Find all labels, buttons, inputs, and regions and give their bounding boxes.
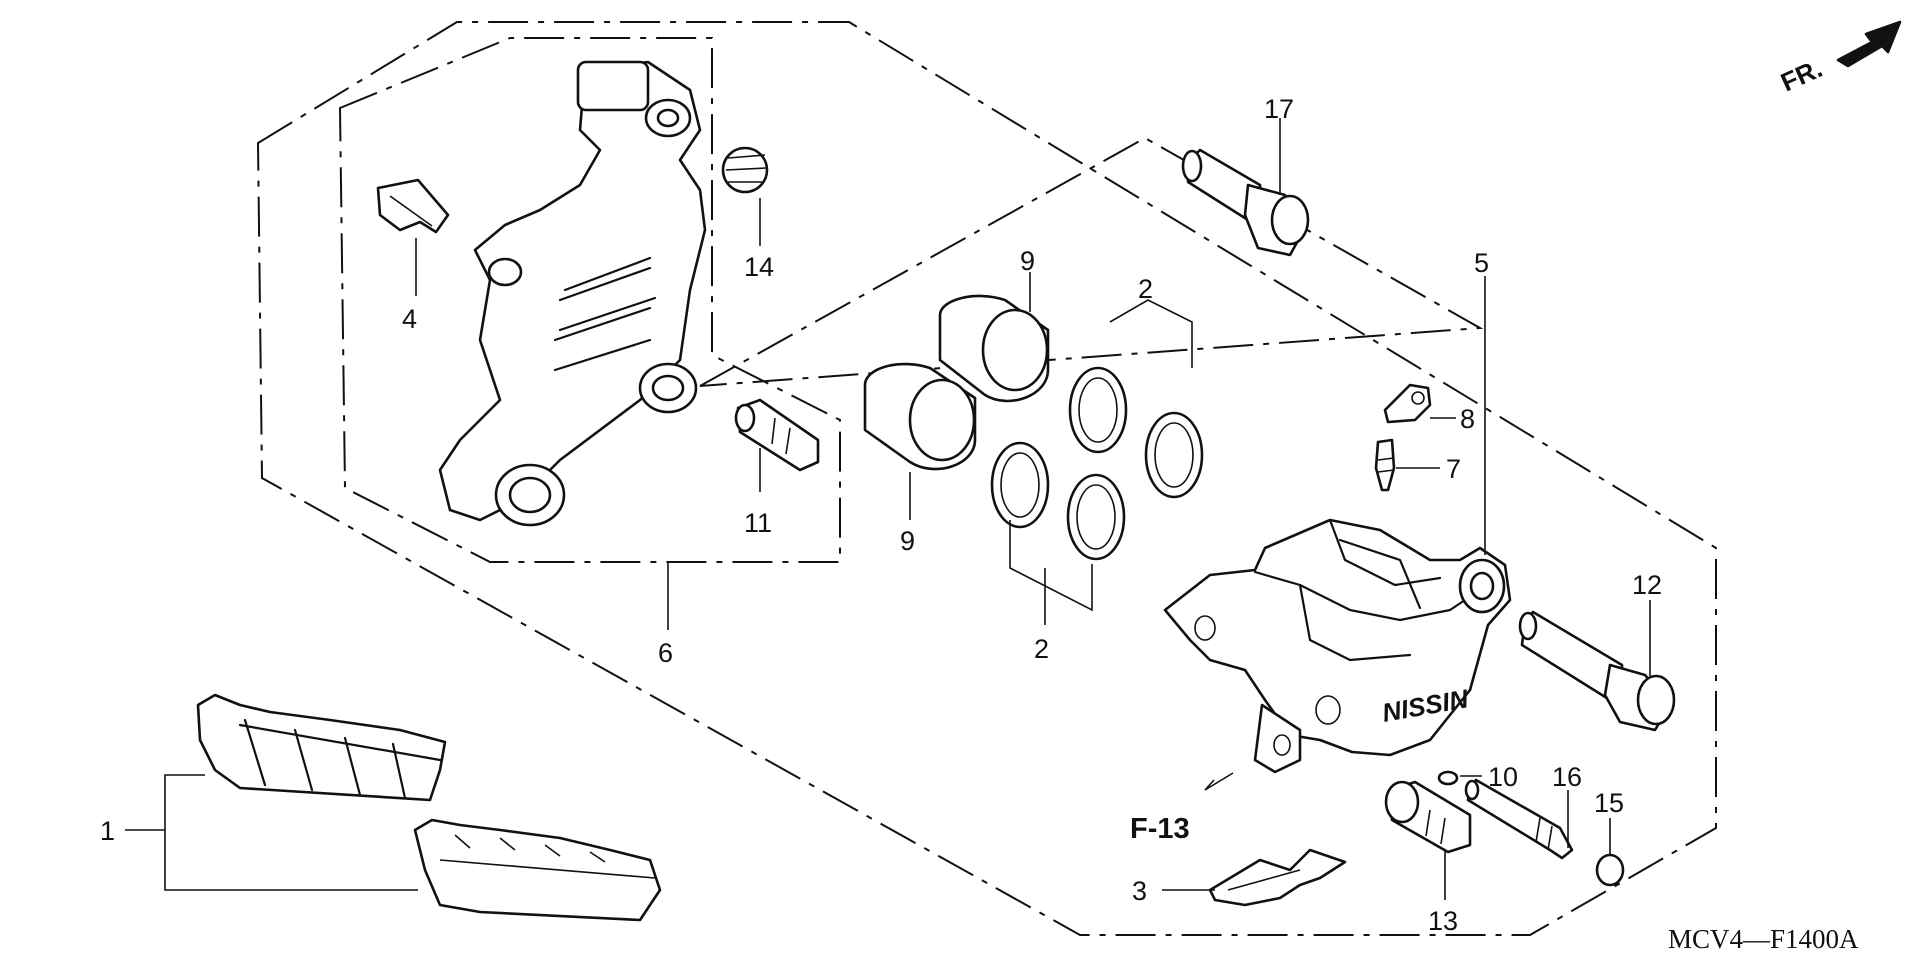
brake-pad-part-lower xyxy=(413,818,662,922)
leader-lines xyxy=(125,118,1651,900)
pin-plug-part xyxy=(1595,853,1625,887)
callout-7: 7 xyxy=(1446,454,1461,484)
rubber-boot-part xyxy=(721,146,769,194)
callout-2-upper: 2 xyxy=(1138,274,1153,304)
front-direction-indicator: FR. xyxy=(1776,20,1902,97)
pad-spring-clip-part xyxy=(376,178,450,234)
callout-15: 15 xyxy=(1594,788,1624,818)
caliper-body-part: NISSIN xyxy=(1163,518,1512,774)
callout-12: 12 xyxy=(1632,570,1662,600)
callout-1: 1 xyxy=(100,816,115,846)
callout-11: 11 xyxy=(744,508,772,538)
callout-9-lower: 9 xyxy=(900,526,915,556)
caliper-bolt-part xyxy=(1384,780,1472,854)
pad-pin-part xyxy=(1464,778,1574,860)
assembly-boundary-caliper xyxy=(699,136,1484,387)
callout-14: 14 xyxy=(744,252,774,282)
assembly-boundary-bracket xyxy=(338,37,841,563)
piston-part-lower xyxy=(863,362,977,471)
callout-9-upper: 9 xyxy=(1020,246,1035,276)
assembly-boundary-outer xyxy=(256,21,1717,936)
callout-numbers: 4 14 11 6 9 9 2 2 17 5 8 7 12 10 16 15 1… xyxy=(100,94,1662,936)
piston-part-upper xyxy=(938,294,1050,403)
callout-6: 6 xyxy=(658,638,673,668)
brake-pad-part-upper xyxy=(196,693,447,802)
direction-label: FR. xyxy=(1776,53,1826,97)
callout-3: 3 xyxy=(1132,876,1147,906)
slide-pin-part xyxy=(1518,610,1676,732)
callout-8: 8 xyxy=(1460,404,1475,434)
piston-seal-part xyxy=(990,366,1204,561)
bleeder-valve-part xyxy=(1374,438,1396,492)
bleeder-cap-part xyxy=(1383,383,1432,424)
bracket-bolt-part xyxy=(1181,148,1310,257)
caliper-bracket-part xyxy=(438,60,707,527)
pad-spring-part xyxy=(1208,848,1347,907)
callout-13: 13 xyxy=(1428,906,1458,936)
callout-16: 16 xyxy=(1552,762,1582,792)
callout-10: 10 xyxy=(1488,762,1518,792)
bracket-pin-part xyxy=(734,398,820,472)
o-ring-part xyxy=(1437,770,1459,786)
arrow-right-icon xyxy=(1836,20,1902,68)
callout-17: 17 xyxy=(1264,94,1294,124)
callout-5: 5 xyxy=(1474,248,1489,278)
callout-2-lower: 2 xyxy=(1034,634,1049,664)
diagram-code: MCV4—F1400A xyxy=(1668,924,1859,954)
callout-4: 4 xyxy=(402,304,417,334)
reference-label: F-13 xyxy=(1130,813,1190,845)
